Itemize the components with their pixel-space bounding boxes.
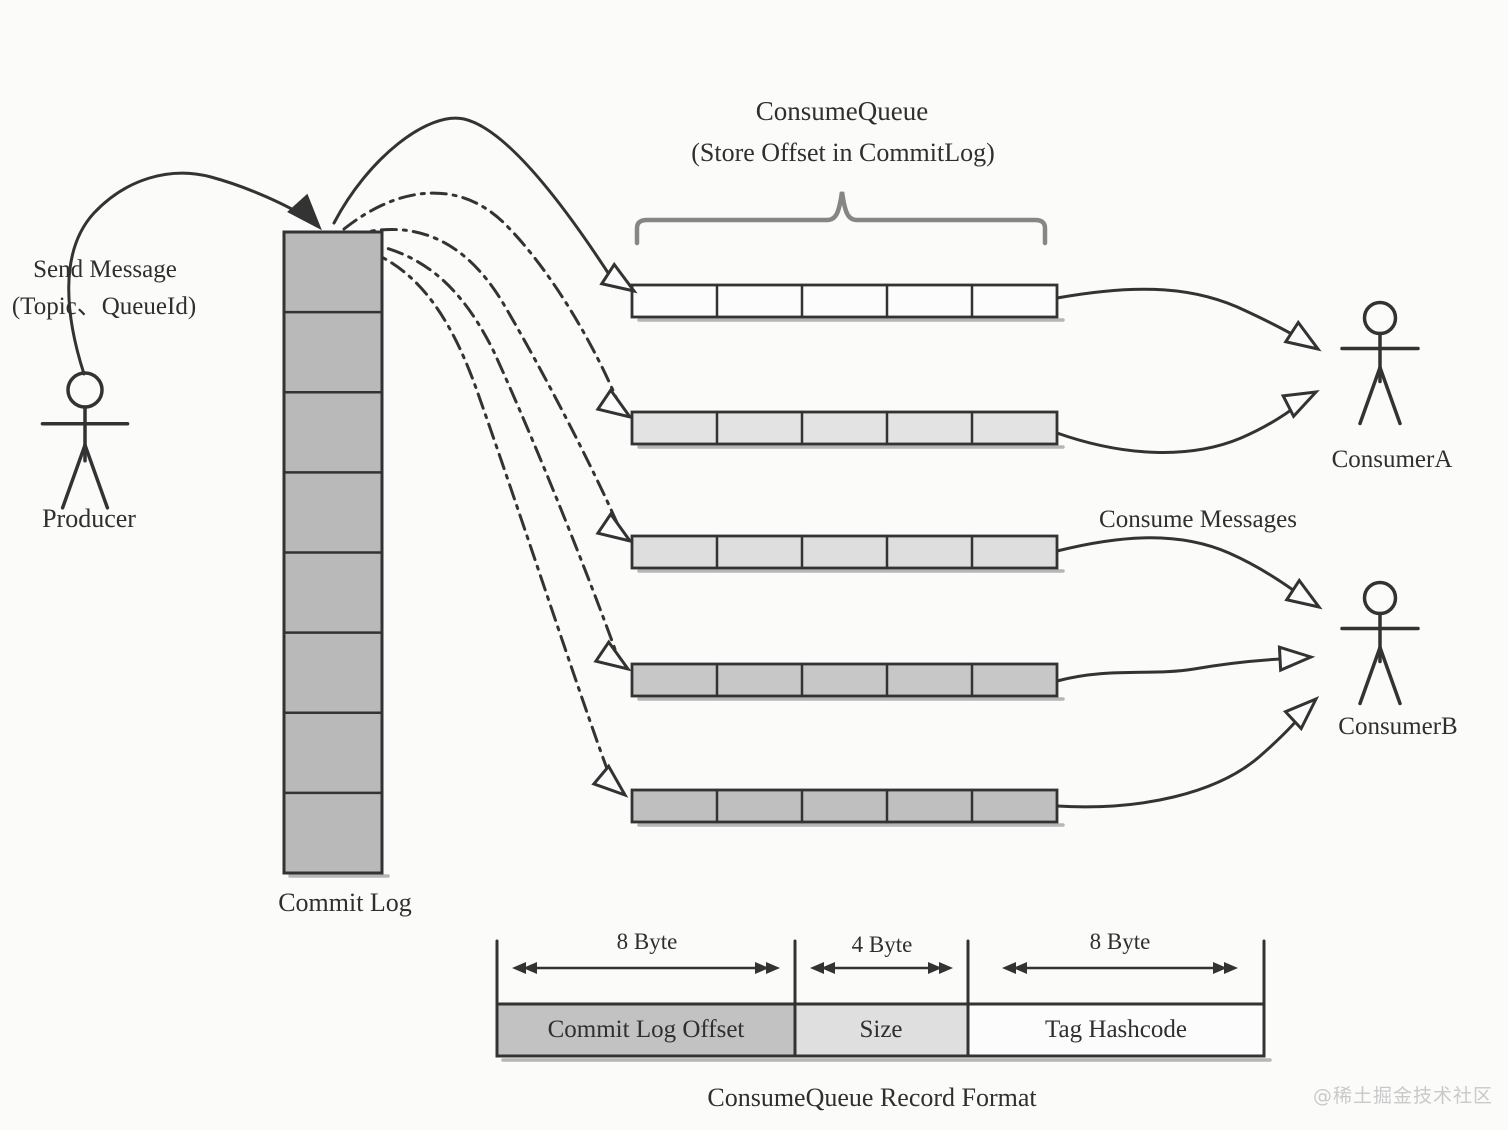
field-name-size: Size [859, 1016, 903, 1043]
consumer-b-figure [1340, 580, 1420, 706]
consumer-b-label: ConsumerB [1338, 713, 1458, 740]
field-size-label-hashcode: 8 Byte [1089, 929, 1151, 954]
commit-log [282, 230, 390, 878]
producer-to-commitlog-arrow [67, 171, 322, 376]
field-size-label-size: 4 Byte [851, 932, 913, 957]
record-format [495, 939, 1272, 1062]
consume-queue-rows [630, 283, 1065, 827]
producer-figure [40, 371, 130, 510]
consume-queue-row [630, 788, 1065, 827]
consume-queue-row [630, 283, 1065, 322]
consumequeue-brace [634, 191, 1048, 246]
field-size-label-offset: 8 Byte [616, 929, 678, 954]
producer-label: Producer [42, 504, 136, 533]
consume-queue-row [630, 662, 1065, 701]
send-message-label: Send Message [33, 256, 177, 283]
consume-messages-label: Consume Messages [1099, 506, 1297, 533]
commitlog-to-queue-dashed-arrows [342, 191, 620, 779]
consume-queue-row [630, 534, 1065, 573]
field-name-offset: Commit Log Offset [547, 1016, 745, 1043]
commit-log-label: Commit Log [278, 888, 412, 917]
topic-queueid-label: (Topic、QueueId) [11, 293, 197, 320]
commitlog-to-queue1-arrow [332, 116, 616, 284]
queue-input-arrowheads [591, 261, 638, 798]
watermark: @稀土掘金技术社区 [1312, 1085, 1494, 1107]
consume-queue-row [630, 410, 1065, 449]
consumequeue-subtitle: (Store Offset in CommitLog) [691, 138, 995, 167]
consumequeue-title: ConsumeQueue [755, 96, 929, 126]
field-name-hashcode: Tag Hashcode [1045, 1016, 1187, 1043]
queue-to-consumer-arrows [1055, 287, 1323, 809]
consumer-a-label: ConsumerA [1331, 446, 1453, 473]
consumer-a-figure [1340, 300, 1420, 426]
record-format-caption: ConsumeQueue Record Format [707, 1083, 1037, 1112]
